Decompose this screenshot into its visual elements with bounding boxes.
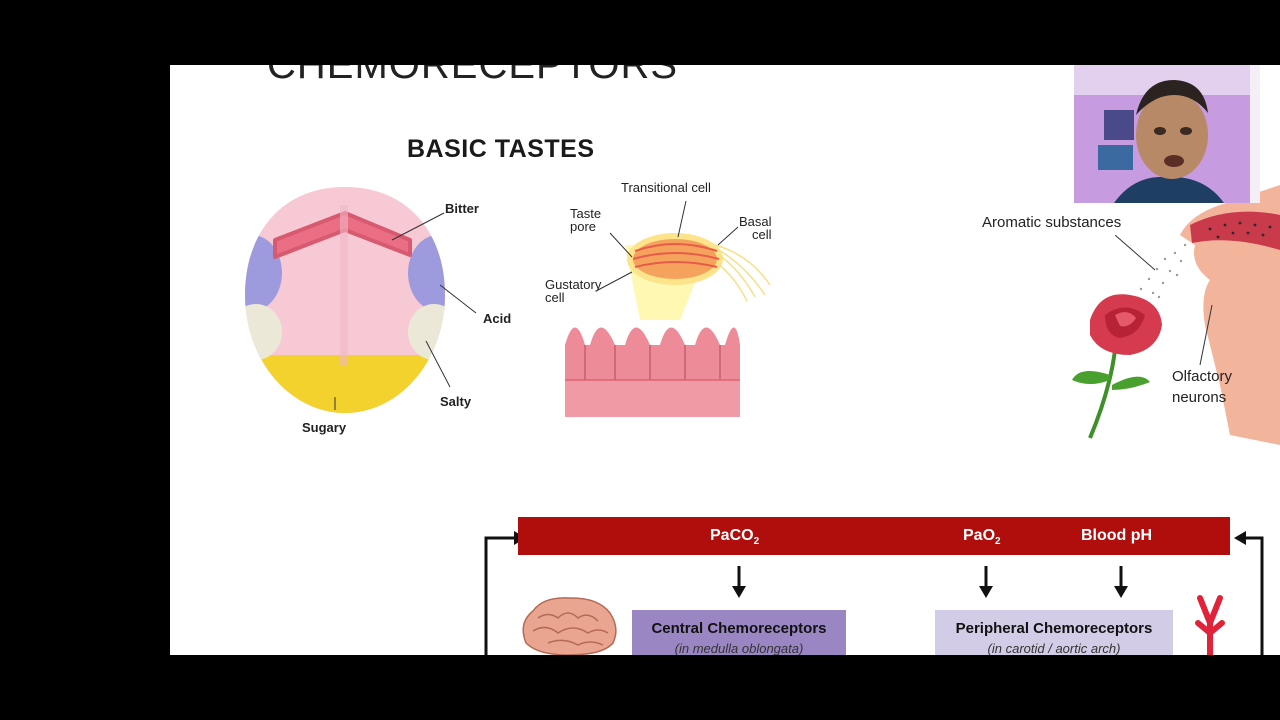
peripheral-chemoreceptors-box: Peripheral Chemoreceptors (in carotid / … bbox=[935, 610, 1173, 655]
central-chemoreceptors-box: Central Chemoreceptors (in medulla oblon… bbox=[632, 610, 846, 655]
central-chemoreceptors-title: Central Chemoreceptors bbox=[651, 620, 827, 637]
carotid-icon bbox=[1195, 595, 1225, 655]
salty-label: Salty bbox=[440, 394, 472, 409]
section-heading: BASIC TASTES bbox=[407, 135, 595, 163]
basal-cell-label-1: Basal bbox=[739, 214, 772, 229]
slide-title: CHEMORECEPTORS bbox=[267, 65, 679, 87]
rose-icon bbox=[1072, 294, 1162, 439]
acid-label: Acid bbox=[483, 311, 512, 326]
bitter-label: Bitter bbox=[445, 201, 479, 216]
basal-cell-label-2: cell bbox=[752, 227, 772, 242]
paco2-label: PaCO2 bbox=[710, 527, 760, 548]
olfactory-neurons-label-2: neurons bbox=[1172, 389, 1227, 406]
tongue-leader-lines bbox=[334, 212, 477, 410]
pao2-label: PaO2 bbox=[963, 527, 1001, 548]
taste-pore-label-1: Taste bbox=[570, 206, 602, 221]
central-chemoreceptors-subtitle: (in medulla oblongata) bbox=[674, 641, 804, 655]
transitional-cell-label: Transitional cell bbox=[621, 180, 711, 195]
gustatory-cell-label-1: Gustatory bbox=[545, 277, 602, 292]
blood-ph-label: Blood pH bbox=[1081, 527, 1153, 544]
aroma-particles bbox=[1115, 235, 1187, 307]
face-profile-icon bbox=[1180, 185, 1280, 445]
gustatory-cell-label-2: cell bbox=[545, 290, 565, 305]
presenter-video-icon bbox=[1074, 65, 1260, 203]
webcam-feed bbox=[1074, 65, 1260, 203]
taste-bud-leader-lines bbox=[597, 200, 739, 291]
sugary-label: Sugary bbox=[302, 420, 347, 435]
taste-pore-label-2: pore bbox=[570, 219, 597, 234]
aromatic-substances-label: Aromatic substances bbox=[982, 214, 1122, 231]
tongue-illustration bbox=[245, 187, 445, 413]
olfactory-neurons-label-1: Olfactory bbox=[1172, 368, 1233, 385]
brain-icon bbox=[522, 597, 617, 655]
stimulus-bar: PaCO2 PaO2 Blood pH bbox=[518, 517, 1230, 555]
taste-bud-cell-cluster bbox=[627, 233, 771, 302]
peripheral-chemoreceptors-subtitle: (in carotid / aortic arch) bbox=[987, 641, 1121, 655]
peripheral-chemoreceptors-title: Peripheral Chemoreceptors bbox=[955, 620, 1153, 637]
